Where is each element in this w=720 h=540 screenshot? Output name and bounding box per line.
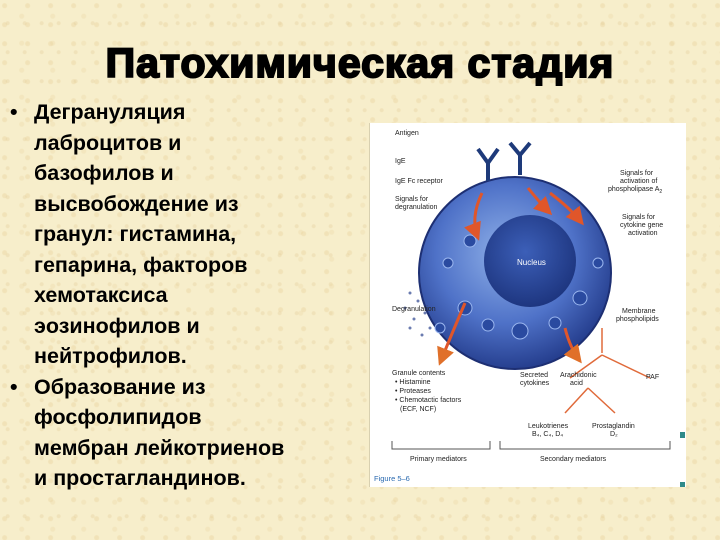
bullet-line: базофилов и <box>34 161 174 185</box>
bullet-dot: • <box>10 374 18 399</box>
label-secreted-1: Secreted <box>520 372 548 379</box>
nucleus-shape <box>484 215 576 307</box>
secondary-bracket <box>499 441 671 450</box>
label-prosta-sub: D₂ <box>610 431 618 438</box>
label-secreted-2: cytokines <box>520 380 550 387</box>
label-membrane-2: phospholipids <box>616 316 659 323</box>
edge-marker <box>680 482 685 487</box>
label-ige: IgE <box>395 158 406 165</box>
label-signals-phos-3: phospholipase A2 <box>608 186 662 195</box>
label-granule-2: • Proteases <box>395 388 431 395</box>
bullet-line: Образование из <box>34 374 206 399</box>
label-signals-cyt-3: activation <box>628 230 658 237</box>
flow-lines <box>564 328 651 414</box>
bullet-line: лаброцитов и <box>34 130 182 155</box>
label-secondary-mediators: Secondary mediators <box>540 456 607 463</box>
bullet-line: мембран лейкотриенов <box>34 435 285 460</box>
label-primary-mediators: Primary mediators <box>410 456 467 463</box>
mast-cell-figure: Antigen IgE IgE Fc receptor Signals for … <box>369 123 686 487</box>
bullet-line: высвобождение из <box>34 191 239 216</box>
bullet-line: Дегрануляция <box>34 100 186 124</box>
label-membrane-1: Membrane <box>622 308 656 315</box>
bullet-line: и простагландинов. <box>34 466 246 490</box>
bullet-line: гранул: гистамина, <box>34 222 237 246</box>
label-granule-title: Granule contents <box>392 370 446 377</box>
primary-bracket <box>391 441 491 450</box>
label-granule-1: • Histamine <box>395 379 431 386</box>
bullet-item: • Дегрануляция лаброцитов и базофилов и … <box>10 97 370 372</box>
label-degranulation: Degranulation <box>392 306 436 313</box>
granules <box>434 234 604 340</box>
signal-arrows <box>437 187 584 366</box>
label-nucleus: Nucleus <box>517 258 546 267</box>
ige-receptors <box>476 141 532 181</box>
bullet-list: • Дегрануляция лаброцитов и базофилов и … <box>10 97 370 494</box>
mast-cell-diagram: Antigen IgE IgE Fc receptor Signals for … <box>374 130 671 483</box>
bullet-line: нейтрофилов. <box>34 344 187 368</box>
label-prostaglandin: Prostaglandin <box>592 423 635 430</box>
degranulation-dots <box>403 291 432 337</box>
label-paf: PAF <box>646 374 659 381</box>
label-granule-3: • Chemotactic factors <box>395 397 462 404</box>
label-signals-degr-1: Signals for <box>395 196 429 203</box>
label-leukotrienes: Leukotrienes <box>528 423 569 430</box>
label-ige-fc: IgE Fc receptor <box>395 178 444 185</box>
bullet-line: фосфолипидов <box>34 405 202 429</box>
bullet-dot: • <box>10 100 18 124</box>
label-signals-cyt-2: cytokine gene <box>620 222 663 229</box>
label-arachidonic-2: acid <box>570 380 583 387</box>
label-antigen: Antigen <box>395 130 419 137</box>
label-signals-cyt-1: Signals for <box>622 214 656 221</box>
figure-caption: Figure 5–6 <box>374 474 410 483</box>
label-granule-4: (ECF, NCF) <box>400 406 436 413</box>
label-signals-phos-2: activation of <box>620 178 657 185</box>
bullet-line: гепарина, факторов <box>34 252 248 277</box>
bullet-line: эозинофилов и <box>34 313 200 338</box>
label-leuko-sub: B₄, C₄, D₄ <box>532 431 563 438</box>
label-arachidonic-1: Arachidonic <box>560 372 597 379</box>
label-signals-degr-2: degranulation <box>395 204 438 211</box>
slide-title: Патохимическая стадия <box>105 39 615 87</box>
bullet-item: • Образование из фосфолипидов мембран ле… <box>10 372 370 494</box>
bullet-line: хемотаксиса <box>34 283 168 307</box>
label-signals-phos-1: Signals for <box>620 170 654 177</box>
edge-marker <box>680 432 685 438</box>
